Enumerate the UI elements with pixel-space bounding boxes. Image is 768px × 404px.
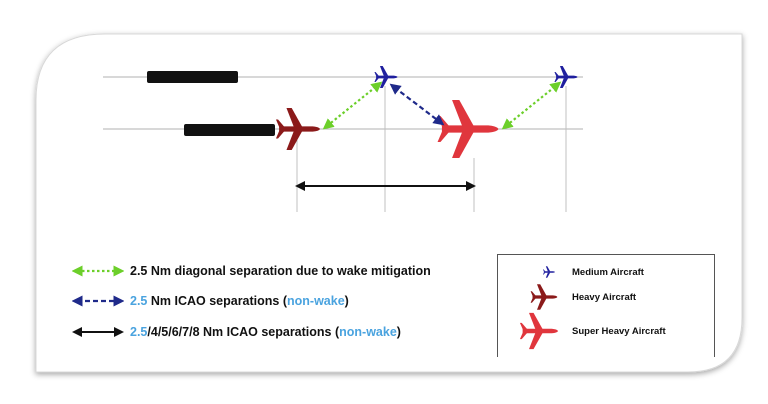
- legend-icao: 2.5 Nm ICAO separations (non-wake): [72, 290, 349, 312]
- key-heavy: Heavy Aircraft: [526, 283, 636, 311]
- legend-icao-value: 2.5: [130, 294, 148, 308]
- key-medium: Medium Aircraft: [538, 263, 644, 281]
- legend-range-close: ): [396, 325, 401, 339]
- black-solid-arrow-icon: [72, 327, 124, 337]
- legend-icao-close: ): [344, 294, 349, 308]
- legend-icao-nonwake: non-wake: [287, 294, 345, 308]
- lower-runway-bar: [184, 124, 275, 136]
- key-medium-label: Medium Aircraft: [572, 266, 644, 278]
- wake-diagonal-arrow-2: [501, 81, 562, 130]
- legend-range-nonwake: non-wake: [339, 325, 397, 339]
- heavy-aircraft-icon: [530, 284, 558, 310]
- medium-aircraft-icon: [542, 266, 556, 278]
- legend-range-text: /4/5/6/7/8 Nm ICAO separations (: [147, 325, 340, 339]
- icao-diagonal-arrow: [389, 83, 445, 126]
- legend-icao-text: Nm ICAO separations (: [147, 294, 288, 308]
- wake-diagonal-arrow-1: [322, 81, 383, 130]
- key-super-heavy: Super Heavy Aircraft: [514, 311, 666, 351]
- legend-diagonal-text: 2.5 Nm diagonal separation due to wake m…: [130, 264, 431, 278]
- blue-dashed-arrow-icon: [72, 295, 124, 307]
- key-heavy-label: Heavy Aircraft: [572, 291, 637, 303]
- legend-diagonal: 2.5 Nm diagonal separation due to wake m…: [72, 260, 431, 282]
- key-super-heavy-label: Super Heavy Aircraft: [572, 325, 666, 337]
- legend-range-first: 2.5: [130, 325, 148, 339]
- upper-runway-bar: [147, 71, 238, 83]
- legend-range: 2.5/4/5/6/7/8 Nm ICAO separations (non-w…: [72, 321, 401, 343]
- super-heavy-aircraft-icon: [519, 312, 559, 350]
- green-dotted-arrow-icon: [72, 265, 124, 277]
- aircraft-key-box: Medium Aircraft Heavy Aircraft Super Hea…: [497, 254, 715, 357]
